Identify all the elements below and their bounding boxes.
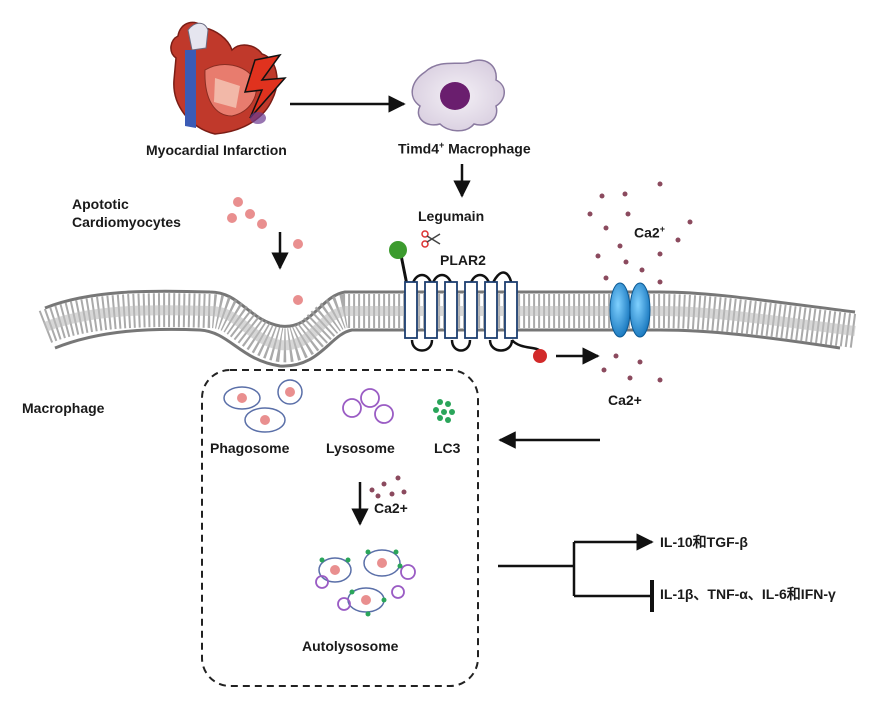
label-timd4: Timd4: [398, 140, 439, 157]
lc3-icon: [433, 399, 455, 423]
label-lc3: LC3: [434, 440, 461, 456]
output-branch: [498, 533, 654, 612]
apoptotic-cells: [227, 197, 303, 305]
label-myocardial-infarction: Myocardial Infarction: [146, 142, 287, 158]
scissors-icon: [421, 230, 441, 248]
lysosome-icon: [342, 388, 394, 424]
label-plar2: PLAR2: [440, 252, 486, 268]
autophagy-box: [201, 369, 479, 687]
label-apoptotic-2: Cardiomyocytes: [72, 214, 181, 230]
label-ca2-top-sup: +: [659, 224, 665, 234]
cell-membrane: [38, 289, 858, 368]
calcium-channel: [609, 282, 651, 338]
label-macrophage: Macrophage: [22, 400, 105, 416]
label-output-up: IL-10和TGF-β: [660, 534, 748, 550]
autolysosome-icon: [315, 549, 416, 617]
label-timd4-suffix: Macrophage: [444, 140, 531, 157]
label-autolysosome: Autolysosome: [302, 638, 399, 654]
label-timd4-sup: +: [438, 140, 445, 150]
label-output-down: IL-1β、TNF-α、IL-6和IFN-γ: [660, 586, 836, 602]
calcium-ions-intracellular: [601, 353, 663, 383]
label-timd4-macrophage: Timd4+ Macrophage: [398, 140, 531, 157]
label-phagosome: Phagosome: [210, 440, 290, 456]
phagosome-icon: [223, 379, 303, 433]
label-ca2-top-main: Ca2: [634, 224, 660, 241]
label-ca2-top: Ca2+: [634, 224, 665, 241]
label-ca2-right: Ca2+: [608, 392, 642, 408]
label-lysosome: Lysosome: [326, 440, 395, 456]
macrophage-cell-icon: [411, 59, 505, 132]
label-legumain: Legumain: [418, 208, 485, 224]
label-apoptotic-1: Apototic: [72, 196, 129, 212]
heart-infarction-icon: [170, 21, 287, 135]
plar2-receptor: [404, 271, 547, 363]
calcium-ions-extracellular: [587, 181, 693, 285]
calcium-ions-inner: [369, 475, 407, 499]
label-ca2-inner: Ca2+: [374, 500, 408, 516]
